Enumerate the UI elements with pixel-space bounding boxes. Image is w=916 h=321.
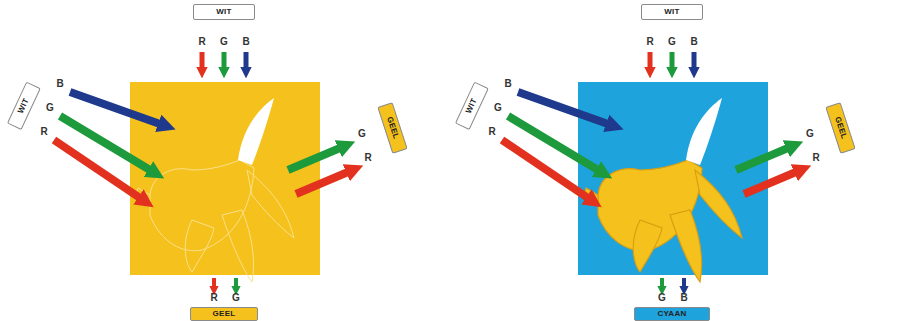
label-box: WIT (7, 82, 41, 130)
banana (584, 160, 742, 282)
channel-letter: G (668, 37, 676, 47)
box-label: GEEL (832, 116, 849, 141)
channel-letter: R (812, 153, 819, 163)
channel-letter: B (504, 79, 511, 89)
yellow-square (130, 82, 320, 275)
channel-letter: G (658, 293, 666, 303)
box-label: WIT (216, 7, 232, 17)
channel-letter: R (198, 37, 205, 47)
channel-letter: G (358, 129, 366, 139)
banana-outline (136, 160, 294, 282)
channel-letter: R (40, 127, 47, 137)
cyan-square (578, 82, 768, 275)
banana-flesh (238, 98, 274, 165)
box-label: GEEL (384, 116, 401, 141)
channel-letter: G (46, 103, 54, 113)
label-box: WIT (455, 82, 489, 130)
light-arrows (54, 52, 348, 287)
box-label: CYAAN (657, 309, 686, 319)
label-box: GEEL (825, 102, 855, 154)
channel-letter: R (488, 127, 495, 137)
channel-letter: B (56, 79, 63, 89)
channel-letter: B (242, 37, 249, 47)
box-label: WIT (16, 97, 32, 115)
channel-letter: G (806, 129, 814, 139)
label-box: WIT (641, 4, 703, 20)
box-label: WIT (664, 7, 680, 17)
label-box: WIT (193, 4, 255, 20)
label-box: GEEL (377, 102, 407, 154)
channel-letter: G (220, 37, 228, 47)
channel-letter: R (646, 37, 653, 47)
box-label: GEEL (213, 309, 236, 319)
box-label: WIT (464, 97, 480, 115)
channel-letter: G (494, 103, 502, 113)
channel-letter: B (690, 37, 697, 47)
channel-letter: B (680, 293, 687, 303)
banana-flesh (686, 98, 722, 165)
label-box: CYAAN (634, 307, 709, 321)
label-box: GEEL (190, 307, 259, 321)
channel-letter: G (232, 293, 240, 303)
channel-letter: R (210, 293, 217, 303)
light-arrows (502, 52, 796, 287)
channel-letter: R (364, 153, 371, 163)
